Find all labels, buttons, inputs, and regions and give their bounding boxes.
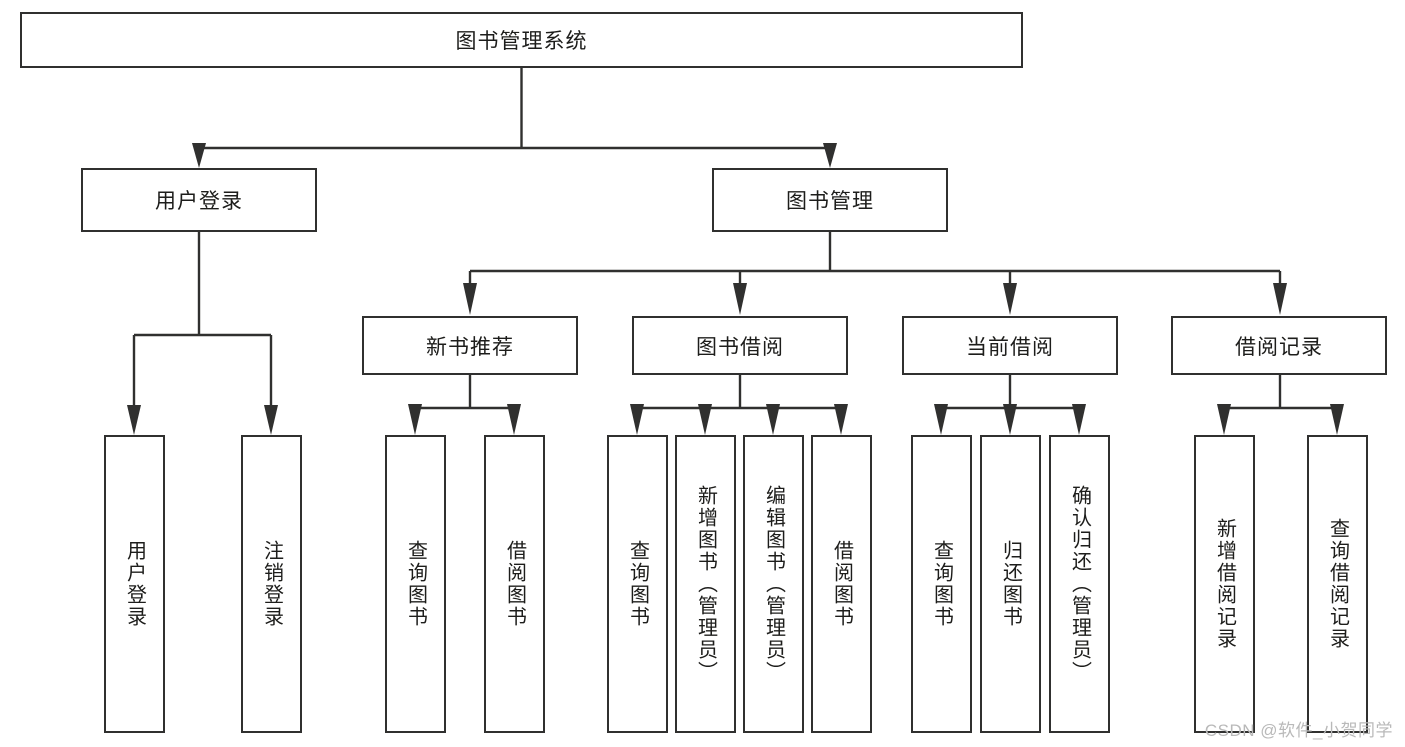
node-user-login[interactable]: 用户登录	[81, 168, 317, 232]
leaf-node-add-book[interactable]: 新增图书（管理员）	[675, 435, 736, 733]
node-new-book-recommend-label: 新书推荐	[426, 335, 514, 359]
leaf-node-confirm-return-label: 确认归还（管理员）	[1068, 485, 1091, 683]
connector-userlogin-to-leaves	[127, 232, 278, 435]
connector-root-to-level2	[192, 68, 837, 168]
node-book-manage[interactable]: 图书管理	[712, 168, 948, 232]
node-borrow-record[interactable]: 借阅记录	[1171, 316, 1387, 375]
leaf-node-return-book-label: 归还图书	[999, 540, 1022, 628]
node-current-borrow-label: 当前借阅	[966, 335, 1054, 359]
leaf-node-query-book-recommend[interactable]: 查询图书	[385, 435, 446, 733]
leaf-node-user-login[interactable]: 用户登录	[104, 435, 165, 733]
node-user-login-label: 用户登录	[155, 190, 243, 213]
leaf-node-query-book-borrow[interactable]: 查询图书	[607, 435, 668, 733]
connector-borrowrecord-to-leaves	[1217, 375, 1344, 435]
leaf-node-user-logout-label: 注销登录	[260, 540, 283, 628]
node-book-borrow-label: 图书借阅	[696, 335, 784, 359]
connector-bookmanage-to-level3	[463, 232, 1287, 315]
node-root-book-management-system[interactable]: 图书管理系统	[20, 12, 1023, 68]
leaf-node-user-logout[interactable]: 注销登录	[241, 435, 302, 733]
connector-currentborrow-to-leaves	[934, 375, 1086, 435]
leaf-node-confirm-return[interactable]: 确认归还（管理员）	[1049, 435, 1110, 733]
leaf-node-borrow-book[interactable]: 借阅图书	[811, 435, 872, 733]
node-current-borrow[interactable]: 当前借阅	[902, 316, 1118, 375]
node-book-borrow[interactable]: 图书借阅	[632, 316, 848, 375]
leaf-node-query-book-borrow-label: 查询图书	[626, 540, 649, 628]
leaf-node-borrow-book-recommend[interactable]: 借阅图书	[484, 435, 545, 733]
leaf-node-borrow-book-label: 借阅图书	[830, 540, 853, 628]
node-borrow-record-label: 借阅记录	[1235, 335, 1323, 359]
leaf-node-edit-book[interactable]: 编辑图书（管理员）	[743, 435, 804, 733]
leaf-node-query-book-recommend-label: 查询图书	[404, 540, 427, 628]
node-book-manage-label: 图书管理	[786, 190, 874, 213]
leaf-node-add-borrow-record[interactable]: 新增借阅记录	[1194, 435, 1255, 733]
leaf-node-user-login-label: 用户登录	[123, 540, 146, 628]
connector-newbook-to-leaves	[408, 375, 521, 435]
leaf-node-edit-book-label: 编辑图书（管理员）	[762, 485, 785, 683]
leaf-node-add-borrow-record-label: 新增借阅记录	[1213, 518, 1236, 650]
leaf-node-query-borrow-record-label: 查询借阅记录	[1326, 518, 1349, 650]
connector-bookborrow-to-leaves	[630, 375, 848, 435]
leaf-node-return-book[interactable]: 归还图书	[980, 435, 1041, 733]
leaf-node-query-book-current-label: 查询图书	[930, 540, 953, 628]
node-new-book-recommend[interactable]: 新书推荐	[362, 316, 578, 375]
leaf-node-add-book-label: 新增图书（管理员）	[694, 485, 717, 683]
leaf-node-query-borrow-record[interactable]: 查询借阅记录	[1307, 435, 1368, 733]
leaf-node-borrow-book-recommend-label: 借阅图书	[503, 540, 526, 628]
leaf-node-query-book-current[interactable]: 查询图书	[911, 435, 972, 733]
node-root-label: 图书管理系统	[455, 30, 588, 53]
